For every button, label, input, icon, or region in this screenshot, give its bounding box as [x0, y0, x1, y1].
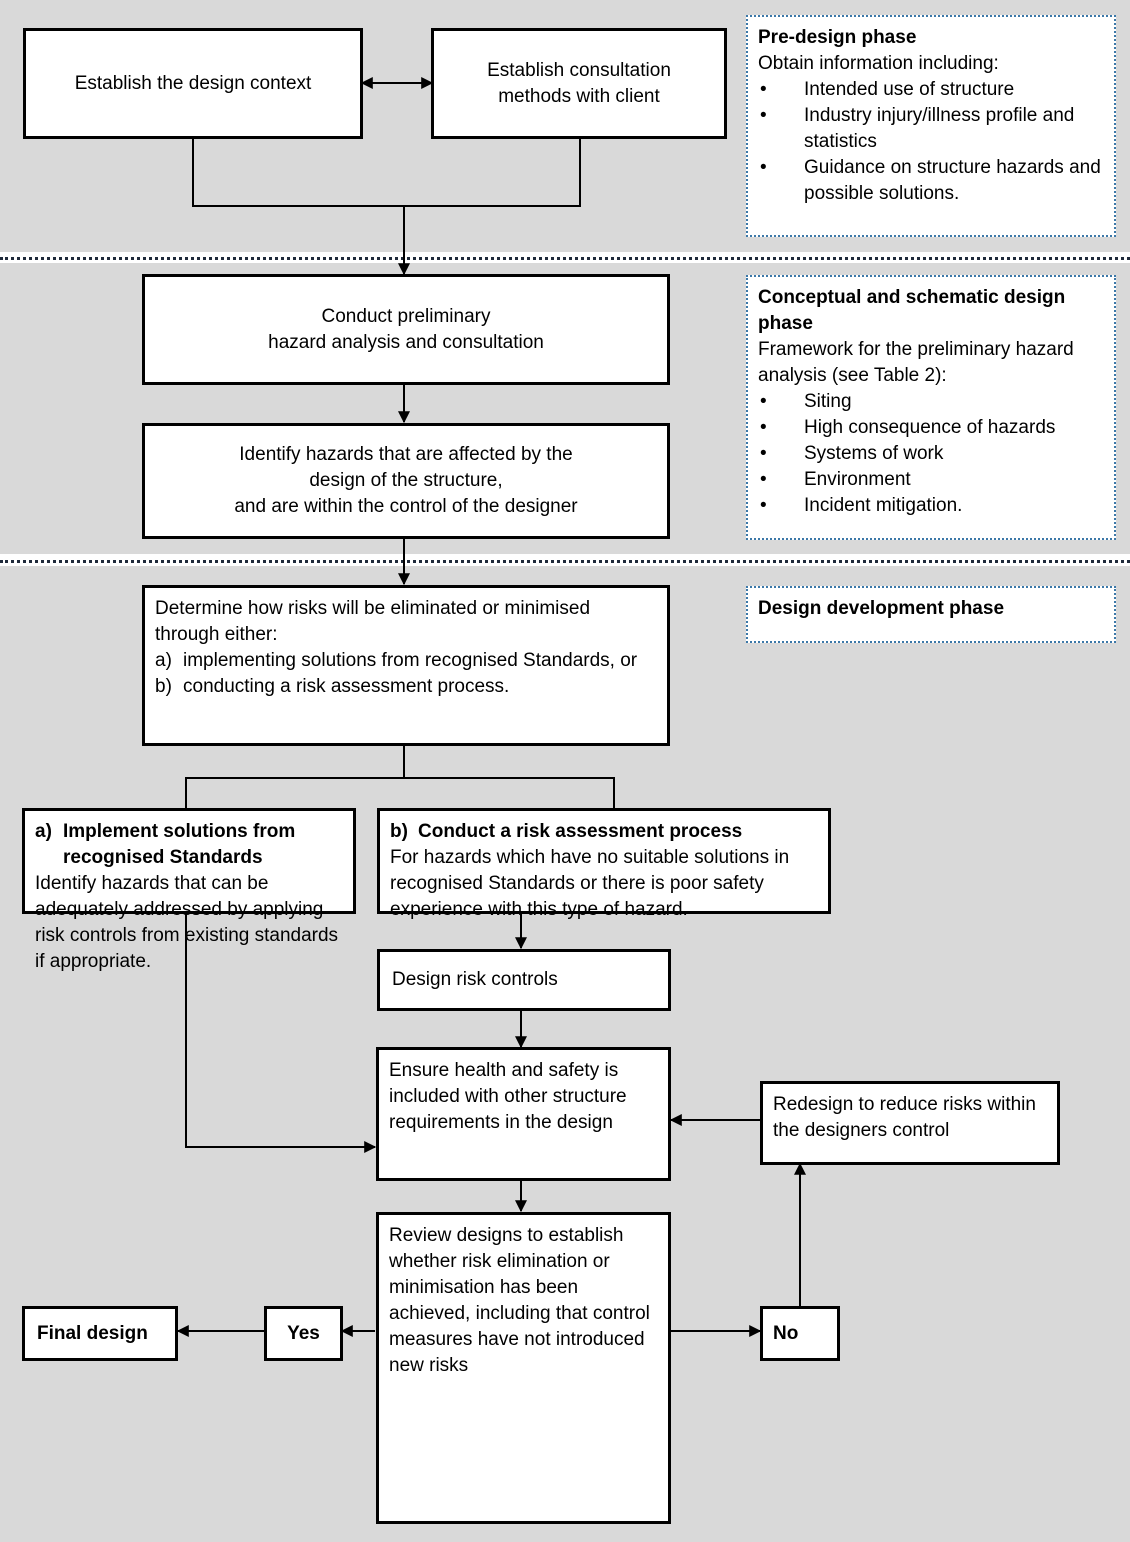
- conceptual-item: High consequence of hazards: [758, 415, 1104, 441]
- standards-title: Implement solutions from recognised Stan…: [63, 821, 296, 868]
- risk-title: Conduct a risk assessment process: [418, 821, 743, 842]
- standards-text: Identify hazards that can be adequately …: [35, 873, 339, 972]
- option-marker: a): [155, 650, 172, 671]
- determine-option-b: b) conducting a risk assessment process.: [155, 674, 657, 700]
- consultation-line-1: Establish consultation: [487, 59, 671, 81]
- consultation-line-2: methods with client: [498, 85, 660, 107]
- preliminary-line-1: Conduct preliminary: [321, 305, 491, 327]
- redesign-box: Redesign to reduce risks within the desi…: [760, 1081, 1060, 1165]
- development-phase-note: Design development phase: [746, 586, 1116, 643]
- implement-standards-box: a) Implement solutions from recognised S…: [22, 808, 356, 972]
- pre-design-phase-title: Pre-design phase: [758, 27, 917, 48]
- establish-consultation-box: Establish consultation methods with clie…: [431, 28, 727, 139]
- risk-text: For hazards which have no suitable solut…: [390, 847, 790, 920]
- identify-line-2: design of the structure,: [309, 470, 503, 491]
- risk-marker: b): [390, 821, 408, 842]
- pre-design-item: Intended use of structure: [758, 77, 1104, 103]
- preliminary-line-2: hazard analysis and consultation: [268, 331, 544, 353]
- determine-text: Determine how risks will be eliminated o…: [155, 598, 591, 645]
- conceptual-phase-title: Conceptual and schematic design phase: [758, 287, 1066, 334]
- connector-split: [185, 745, 405, 808]
- connector-merge-top: [192, 138, 581, 207]
- review-text: Review designs to establish whether risk…: [389, 1225, 650, 1376]
- final-design-box: Final design: [22, 1306, 178, 1361]
- identify-hazards-box: Identify hazards that are affected by th…: [142, 423, 670, 539]
- preliminary-analysis-box: Conduct preliminary hazard analysis and …: [142, 274, 670, 385]
- ensure-health-safety-box: Ensure health and safety is included wit…: [376, 1047, 671, 1181]
- phase-separator: [0, 257, 1130, 260]
- conceptual-item: Environment: [758, 467, 1104, 493]
- conceptual-phase-note: Conceptual and schematic design phase Fr…: [746, 275, 1116, 540]
- final-design-label: Final design: [37, 1322, 148, 1344]
- pre-design-item: Guidance on structure hazards and possib…: [758, 155, 1104, 207]
- no-box: No: [760, 1306, 840, 1361]
- yes-label: Yes: [287, 1322, 320, 1344]
- establish-context-box: Establish the design context: [23, 28, 363, 139]
- option-text: implementing solutions from recognised S…: [183, 650, 638, 671]
- connector-standards-to-ensure: [185, 913, 377, 1153]
- standards-marker: a): [35, 821, 52, 842]
- conceptual-phase-intro: Framework for the preliminary hazard ana…: [758, 339, 1074, 386]
- pre-design-item: Industry injury/illness profile and stat…: [758, 103, 1104, 155]
- identify-line-3: and are within the control of the design…: [234, 496, 578, 517]
- connector-split-right: [404, 777, 615, 808]
- establish-context-text: Establish the design context: [74, 72, 312, 94]
- pre-design-phase-note: Pre-design phase Obtain information incl…: [746, 15, 1116, 237]
- conceptual-item: Incident mitigation.: [758, 493, 1104, 519]
- determine-option-a: a) implementing solutions from recognise…: [155, 648, 657, 674]
- option-marker: b): [155, 676, 172, 697]
- review-designs-box: Review designs to establish whether risk…: [376, 1212, 671, 1524]
- yes-box: Yes: [264, 1306, 343, 1361]
- option-text: conducting a risk assessment process.: [183, 676, 510, 697]
- development-phase-title: Design development phase: [758, 598, 1005, 619]
- design-risk-controls-box: Design risk controls: [377, 949, 671, 1011]
- pre-design-phase-intro: Obtain information including:: [758, 53, 999, 74]
- redesign-text: Redesign to reduce risks within the desi…: [773, 1094, 1036, 1141]
- ensure-text: Ensure health and safety is included wit…: [389, 1060, 627, 1133]
- controls-text: Design risk controls: [392, 969, 558, 990]
- phase-separator: [0, 560, 1130, 563]
- conceptual-item: Systems of work: [758, 441, 1104, 467]
- conceptual-item: Siting: [758, 389, 1104, 415]
- no-label: No: [773, 1322, 799, 1344]
- determine-risks-box: Determine how risks will be eliminated o…: [142, 585, 670, 746]
- risk-assessment-box: b) Conduct a risk assessment process For…: [377, 808, 831, 920]
- identify-line-1: Identify hazards that are affected by th…: [239, 444, 573, 465]
